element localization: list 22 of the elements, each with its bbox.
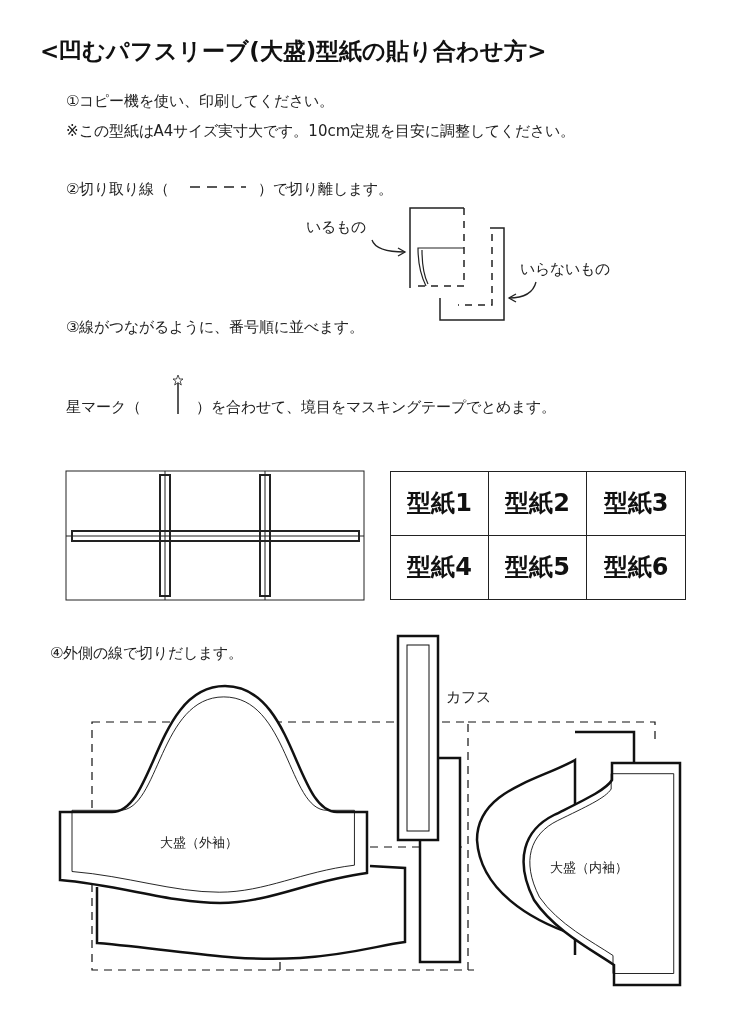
sheet-number: 型紙2: [489, 472, 587, 536]
instruction-text: ）で切り離します。: [258, 179, 393, 200]
instruction-text: ④外側の線で切りだします。: [50, 643, 244, 664]
callout-text: いらないもの: [520, 258, 632, 280]
leader-arrow: [371, 239, 406, 257]
pattern-piece-sketch: [408, 206, 468, 288]
instruction-text: ※この型紙はA4サイズ実寸大です。10cm定規を目安に調整してください。: [66, 121, 576, 142]
sheet-number: 型紙6: [602, 552, 670, 584]
instruction-text: ②切り取り線（: [66, 179, 170, 200]
instruction-text: ③線がつながるように、番号順に並べます。: [66, 317, 365, 338]
instruction-text: 星マーク（: [66, 397, 141, 418]
sheet-number: 型紙3: [587, 472, 685, 536]
sheet-number: 型紙4: [391, 535, 489, 599]
instruction-text: カフス: [446, 687, 491, 708]
sheet-number: 型紙5: [489, 535, 587, 599]
leader-arrow: [508, 281, 537, 303]
callout-text: いるもの: [306, 216, 382, 238]
title: <凹むパフスリーブ(大盛)型紙の貼り合わせ方>: [40, 37, 547, 66]
instruction-text: ）を合わせて、境目をマスキングテープでとめます。: [196, 397, 556, 418]
pattern-piece-sketch: [438, 226, 506, 322]
sheet-number: 型紙1: [391, 472, 489, 536]
instruction-text: ①コピー機を使い、印刷してください。: [66, 91, 335, 112]
